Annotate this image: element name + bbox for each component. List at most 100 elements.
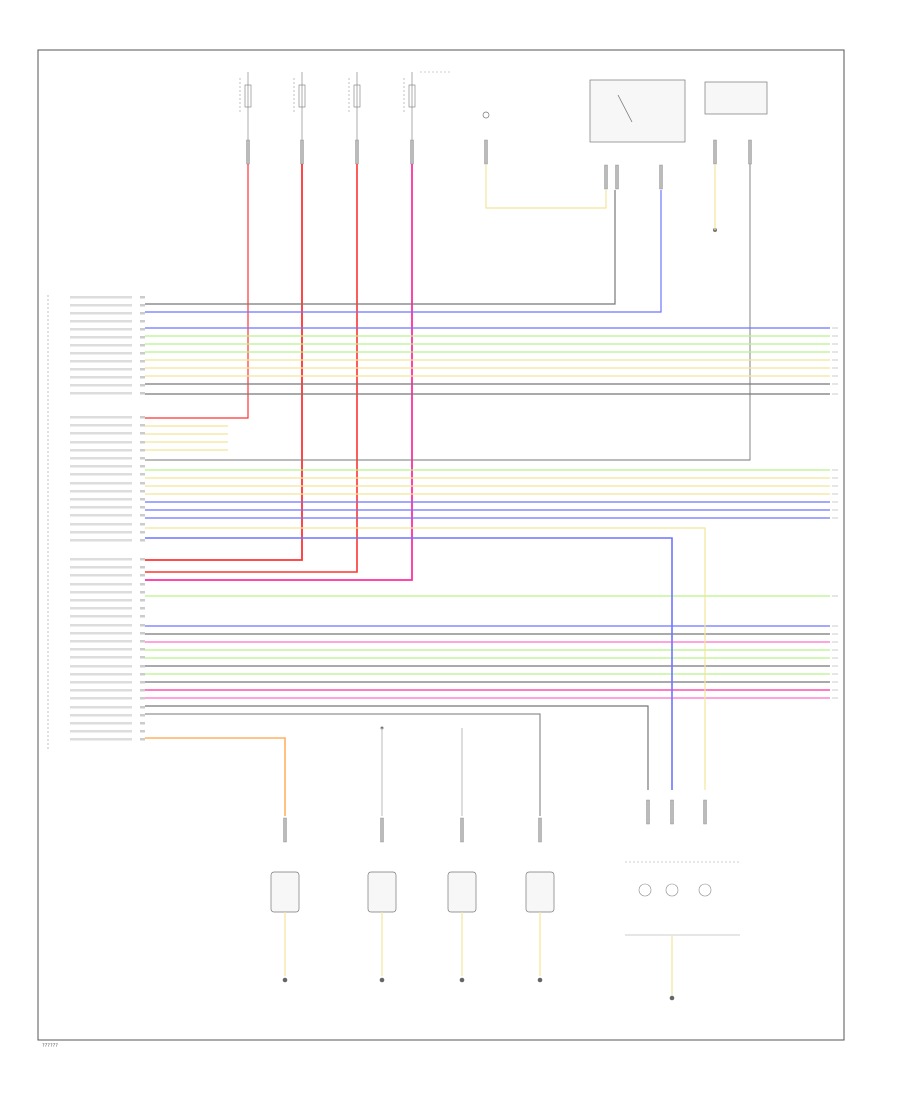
pin-label-placeholder — [70, 416, 132, 419]
pin-label-placeholder — [70, 615, 132, 618]
components-layer — [270, 79, 768, 1001]
pin-number-placeholder — [140, 738, 145, 741]
pin-number-placeholder — [140, 328, 145, 331]
pin-number-placeholder — [140, 320, 145, 323]
pin-number-placeholder — [140, 482, 145, 485]
pin-label-placeholder — [70, 583, 132, 586]
inline-connector — [604, 164, 608, 190]
pin-number-placeholder — [140, 392, 145, 395]
pin-number-placeholder — [140, 583, 145, 586]
pin-label-placeholder — [70, 599, 132, 602]
pin-number-placeholder — [140, 449, 145, 452]
pin-label-placeholder — [70, 738, 132, 741]
wire-fuse-1 — [145, 164, 249, 419]
pin-label-placeholder — [70, 320, 132, 323]
pin-number-placeholder — [140, 591, 145, 594]
pin-label-placeholder — [70, 336, 132, 339]
pin-label-placeholder — [70, 473, 132, 476]
switch-box — [704, 81, 768, 115]
wire-bottom — [145, 737, 286, 816]
pin-number-placeholder — [140, 376, 145, 379]
pin-label-placeholder — [70, 465, 132, 468]
pin-number-placeholder — [140, 506, 145, 509]
ground-point — [537, 977, 543, 983]
pin-number-placeholder — [140, 681, 145, 684]
pin-label-placeholder — [70, 640, 132, 643]
pin-number-placeholder — [140, 574, 145, 577]
pin-number-placeholder — [140, 714, 145, 717]
pin-label-placeholder — [70, 360, 132, 363]
inline-connector — [246, 139, 250, 165]
pin-label-placeholder — [70, 482, 132, 485]
pin-label-placeholder — [70, 624, 132, 627]
pin-label-placeholder — [70, 730, 132, 733]
pin-number-placeholder — [140, 336, 145, 339]
pin-label-placeholder — [70, 697, 132, 700]
sensor-component — [367, 871, 397, 913]
pin-label-placeholder — [70, 490, 132, 493]
pin-number-placeholder — [140, 368, 145, 371]
pin-label-placeholder — [70, 607, 132, 610]
pin-number-placeholder — [140, 566, 145, 569]
wire-lower-right-c — [145, 705, 649, 790]
pin-number-placeholder — [140, 514, 145, 517]
inline-connector — [615, 164, 619, 190]
pin-label-placeholder — [70, 384, 132, 387]
wire-relay-a — [145, 190, 616, 305]
pin-number-placeholder — [140, 539, 145, 542]
pin-label-placeholder — [70, 344, 132, 347]
pin-label-placeholder — [70, 689, 132, 692]
wire-relay-b — [145, 190, 662, 313]
inline-connector — [646, 799, 650, 825]
pin-label-placeholder — [70, 714, 132, 717]
inline-connector — [659, 164, 663, 190]
pin-label-placeholder — [70, 441, 132, 444]
pin-label-placeholder — [70, 432, 132, 435]
pin-number-placeholder — [140, 360, 145, 363]
pin-number-placeholder — [140, 632, 145, 635]
pin-label-placeholder — [70, 574, 132, 577]
pin-label-placeholder — [70, 531, 132, 534]
pin-number-placeholder — [140, 722, 145, 725]
wire-bottom — [145, 713, 541, 816]
pin-label-placeholder — [70, 368, 132, 371]
pin-number-placeholder — [140, 558, 145, 561]
pin-number-placeholder — [140, 689, 145, 692]
ground-point — [459, 977, 465, 983]
pin-number-placeholder — [140, 523, 145, 526]
inline-connector — [410, 139, 414, 165]
pin-number-placeholder — [140, 656, 145, 659]
ground-point — [379, 977, 385, 983]
pin-label-placeholder — [70, 706, 132, 709]
pin-number-placeholder — [140, 296, 145, 299]
pin-number-placeholder — [140, 312, 145, 315]
pin-label-placeholder — [70, 673, 132, 676]
inline-connector — [538, 817, 542, 843]
wire-sensor — [485, 164, 607, 209]
diagram-border — [37, 49, 845, 1041]
pin-label-placeholder — [70, 498, 132, 501]
ground-point — [282, 977, 288, 983]
control-module-pins — [47, 295, 145, 750]
wire-lower-right-a — [145, 527, 706, 790]
inline-connector — [460, 817, 464, 843]
inline-connector — [748, 139, 752, 165]
pin-number-placeholder — [140, 673, 145, 676]
pin-label-placeholder — [70, 352, 132, 355]
pin-number-placeholder — [140, 706, 145, 709]
pin-label-placeholder — [70, 392, 132, 395]
pin-number-placeholder — [140, 344, 145, 347]
pin-number-placeholder — [140, 416, 145, 419]
inline-connector — [703, 799, 707, 825]
pin-label-placeholder — [70, 506, 132, 509]
figure-id: ?????? — [42, 1043, 58, 1049]
pin-label-placeholder — [70, 632, 132, 635]
ground-point — [669, 995, 675, 1001]
relay-box — [589, 79, 686, 143]
pin-number-placeholder — [140, 599, 145, 602]
pin-label-placeholder — [70, 656, 132, 659]
relay-switch-contact — [617, 94, 633, 123]
pin-number-placeholder — [140, 665, 145, 668]
